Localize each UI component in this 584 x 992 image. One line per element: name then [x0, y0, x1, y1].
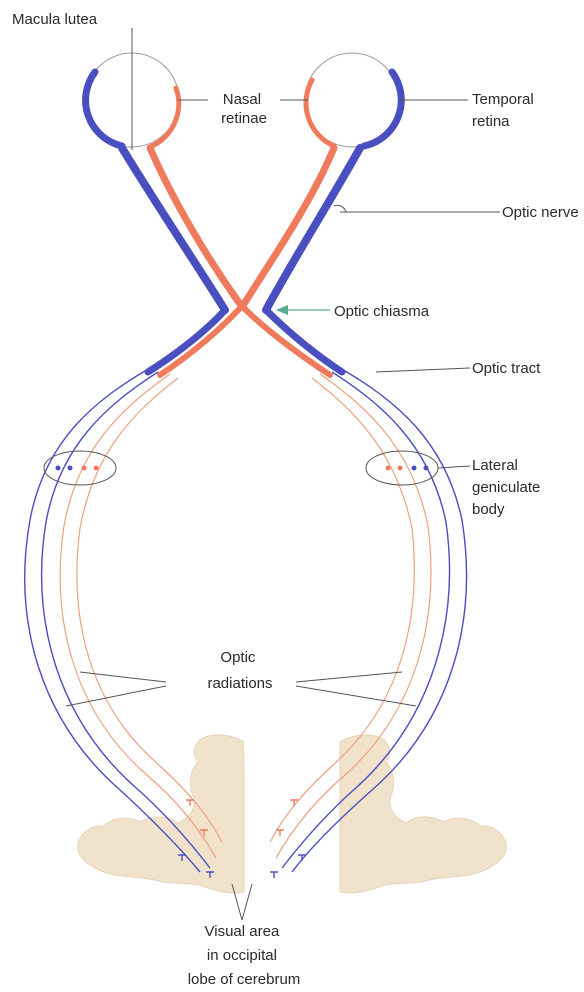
left-tract-blue-outer: [25, 368, 200, 872]
left-lateral-geniculate-body: [44, 451, 116, 485]
left-optic-nerve: [122, 148, 240, 310]
label-optic-tract: Optic tract: [472, 360, 541, 377]
optic-chiasma: [148, 304, 342, 375]
leader-radiations-right-lower: [296, 686, 416, 706]
cortex-right-lobe: [340, 735, 506, 893]
right-eye: [305, 53, 401, 147]
occipital-cortex: [78, 735, 506, 893]
chiasma-crossing-left-to-right: [240, 304, 330, 375]
longitudinal-fissure: [244, 740, 264, 880]
left-tract-blue-inner: [42, 372, 210, 868]
label-macula-lutea: Macula lutea: [12, 11, 98, 28]
left-tract-temporal-start: [148, 310, 225, 372]
left-visual-pathway: [25, 368, 222, 878]
leader-radiations-right-upper: [296, 672, 402, 682]
cortex-left-lobe: [78, 735, 244, 893]
label-optic-chiasma: Optic chiasma: [334, 303, 430, 320]
label-visual-area: Visual area in occipital lobe of cerebru…: [188, 923, 301, 988]
left-nerve-temporal-fibers: [122, 148, 225, 310]
label-temporal-retina: Temporal retina: [472, 91, 538, 130]
left-geniculate-synapses: [56, 466, 99, 471]
left-nerve-nasal-fibers: [150, 148, 240, 304]
right-nerve-temporal-fibers: [266, 148, 360, 310]
leader-radiations-left-upper: [80, 672, 166, 682]
leader-optic-tract: [376, 368, 470, 372]
leader-optic-nerve-bracket: [334, 205, 346, 212]
chiasma-arrowhead: [276, 305, 288, 315]
label-lateral-geniculate-body: Lateral geniculate body: [472, 457, 545, 518]
chiasma-crossing-right-to-left: [160, 304, 244, 375]
label-optic-nerve: Optic nerve: [502, 204, 579, 221]
right-optic-nerve: [244, 148, 360, 310]
label-nasal-retinae: Nasal retinae: [221, 91, 267, 127]
right-nerve-nasal-fibers: [244, 148, 334, 304]
leader-radiations-left-lower: [66, 686, 166, 706]
label-optic-radiations: Optic radiations: [207, 649, 272, 692]
